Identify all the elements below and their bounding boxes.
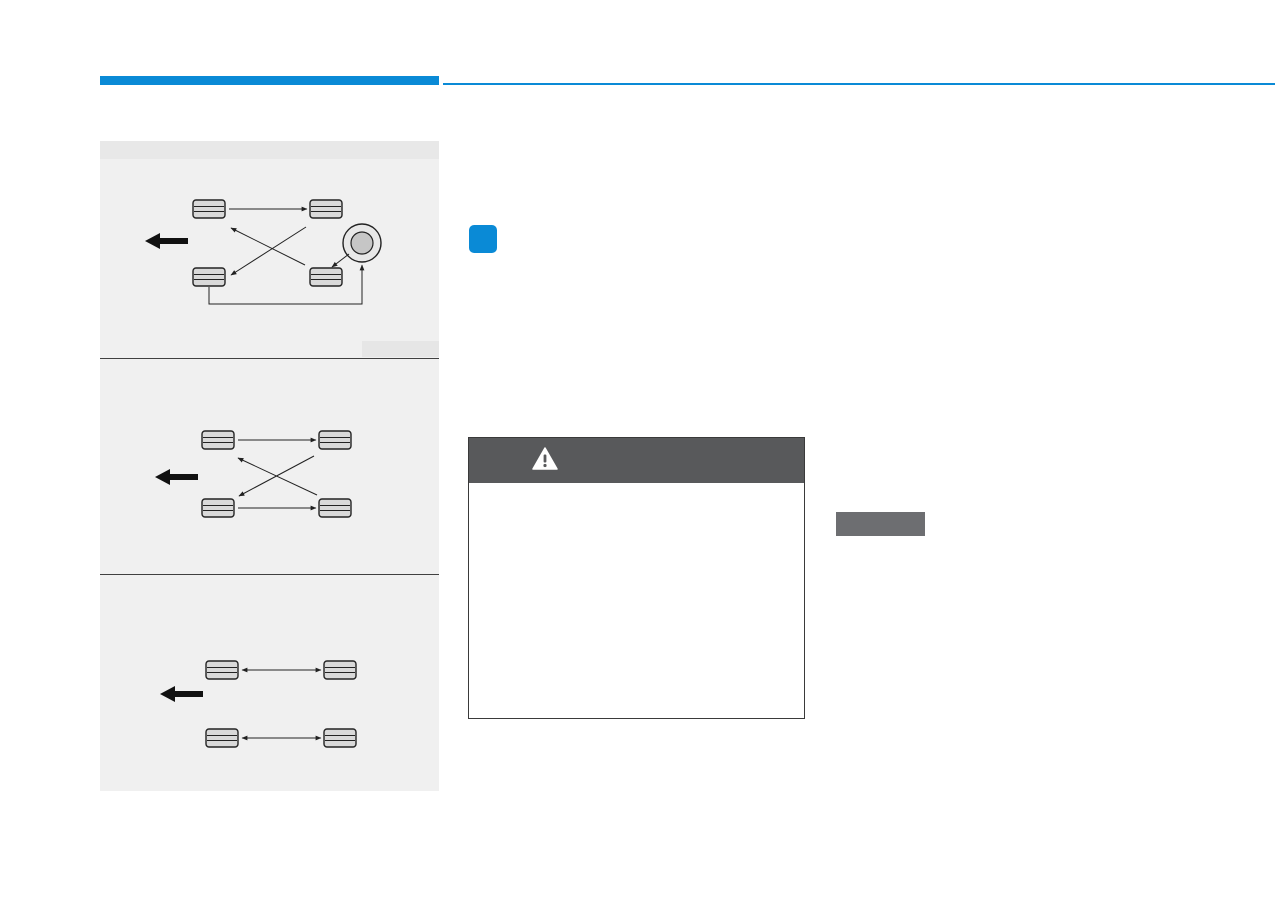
forward-direction-arrow (160, 686, 203, 702)
forward-direction-arrow (145, 233, 188, 249)
header-accent-bar (100, 76, 439, 85)
tire-rear-right-icon (318, 498, 352, 518)
figure-panel-side-to-side (100, 574, 439, 792)
tire-rear-left-icon (192, 267, 226, 287)
figure-panel-cross-rotation (100, 358, 439, 575)
tire-front-right-icon (323, 660, 357, 680)
figure-tab (362, 341, 439, 357)
tire-front-right-icon (309, 199, 343, 219)
info-tag (836, 512, 925, 536)
forward-direction-arrow (155, 469, 198, 485)
tire-rear-left-icon (205, 728, 239, 748)
header-rule (443, 83, 1275, 85)
figure-panel-with-spare (100, 141, 439, 358)
spare-tire-icon (342, 223, 382, 263)
tire-front-right-icon (318, 430, 352, 450)
tire-rear-right-icon (309, 267, 343, 287)
tire-front-left-icon (201, 430, 235, 450)
tire-front-left-icon (192, 199, 226, 219)
cross-rotation-diagram (155, 430, 352, 518)
tire-rear-right-icon (323, 728, 357, 748)
warning-box (468, 437, 805, 719)
warning-triangle-icon (532, 447, 558, 470)
rotation-diagram-with-spare (145, 199, 382, 305)
section-bullet-marker (469, 225, 497, 253)
tire-rear-left-icon (201, 498, 235, 518)
tire-rotation-figures (100, 141, 439, 791)
side-to-side-diagram (160, 660, 357, 748)
figure-header-strip (100, 141, 439, 159)
tire-front-left-icon (205, 660, 239, 680)
warning-header (469, 438, 804, 483)
